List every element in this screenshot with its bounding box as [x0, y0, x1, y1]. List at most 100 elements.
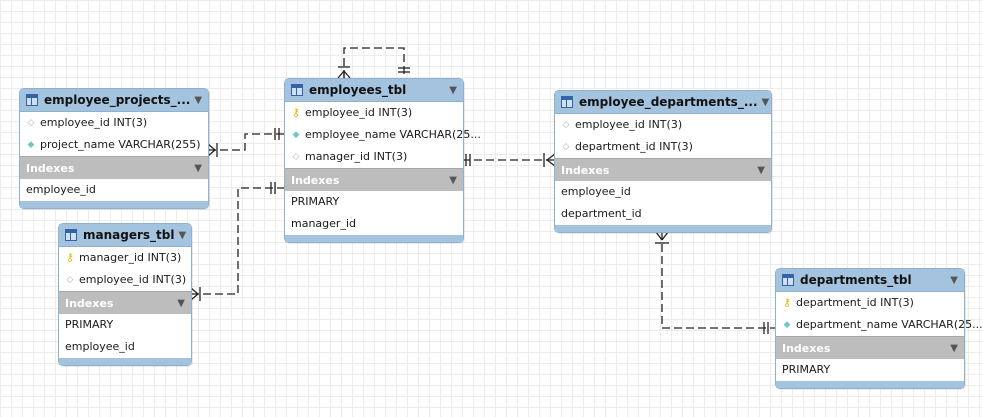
index-label: PRIMARY — [782, 363, 831, 376]
relationship-employee-departments-departments[interactable] — [655, 231, 776, 334]
relationship-managers-employees[interactable] — [190, 182, 286, 301]
table-employees[interactable]: employees_tbl ▼ ⚷ employee_id INT(3) ◆ e… — [284, 78, 481, 243]
table-icon — [561, 96, 573, 108]
table-departments[interactable]: departments_tbl ▼ ⚷ department_id INT(3)… — [775, 268, 983, 389]
column-label: employee_name VARCHAR(25... — [305, 128, 481, 141]
table-header[interactable]: departments_tbl ▼ — [776, 269, 964, 292]
index-label: department_id — [561, 207, 642, 220]
hollow-diamond-icon: ◇ — [27, 118, 35, 128]
column-row[interactable]: ◇ employee_id INT(3) — [59, 269, 191, 291]
filled-diamond-icon: ◆ — [292, 130, 300, 140]
column-label: department_id INT(3) — [575, 140, 693, 153]
column-row[interactable]: ⚷ department_id INT(3) — [776, 292, 964, 314]
column-row[interactable]: ◇ employee_id INT(3) — [20, 112, 208, 134]
column-label: employee_id INT(3) — [305, 106, 413, 119]
column-label: department_name VARCHAR(25... — [796, 318, 983, 331]
column-label: employee_id INT(3) — [79, 273, 187, 286]
table-employee-departments[interactable]: employee_departments_... ▼ ◇ employee_id… — [554, 90, 772, 233]
index-row[interactable]: department_id — [555, 203, 771, 225]
table-title: departments_tbl — [800, 273, 912, 287]
collapse-triangle-icon[interactable]: ▼ — [761, 96, 770, 108]
index-label: employee_id — [561, 185, 631, 198]
table-footer — [285, 235, 463, 242]
filled-diamond-icon: ◆ — [27, 140, 35, 150]
relationship-employee-departments-employees[interactable] — [462, 153, 556, 167]
column-row[interactable]: ⚷ employee_id INT(3) — [285, 102, 463, 124]
indexes-label: Indexes — [561, 163, 610, 177]
index-row[interactable]: PRIMARY — [59, 314, 191, 336]
column-label: department_id INT(3) — [796, 296, 914, 309]
index-row[interactable]: employee_id — [20, 179, 208, 201]
table-icon — [782, 274, 794, 286]
index-row[interactable]: PRIMARY — [285, 191, 463, 213]
indexes-label: Indexes — [291, 173, 340, 187]
collapse-triangle-icon[interactable]: ▼ — [194, 94, 203, 106]
key-icon: ⚷ — [291, 106, 301, 119]
hollow-diamond-icon: ◇ — [292, 152, 300, 162]
column-label: manager_id INT(3) — [305, 150, 408, 163]
table-header[interactable]: employee_projects_... ▼ — [20, 89, 208, 112]
indexes-label: Indexes — [782, 341, 831, 355]
column-label: employee_id INT(3) — [40, 116, 148, 129]
collapse-triangle-icon[interactable]: ▼ — [757, 164, 765, 176]
collapse-triangle-icon[interactable]: ▼ — [950, 274, 958, 286]
table-title: employees_tbl — [309, 83, 407, 97]
column-label: employee_id INT(3) — [575, 118, 683, 131]
column-row[interactable]: ◆ employee_name VARCHAR(25... — [285, 124, 481, 146]
key-icon: ⚷ — [65, 251, 75, 264]
index-row[interactable]: manager_id — [285, 213, 463, 235]
index-row[interactable]: employee_id — [59, 336, 191, 358]
table-header[interactable]: employee_departments_... ▼ — [555, 91, 771, 114]
indexes-header[interactable]: Indexes ▼ — [285, 168, 463, 191]
table-title: employee_projects_... — [44, 93, 191, 107]
table-employee-projects[interactable]: employee_projects_... ▼ ◇ employee_id IN… — [19, 88, 209, 209]
key-icon: ⚷ — [782, 296, 792, 309]
indexes-header[interactable]: Indexes ▼ — [555, 158, 771, 181]
indexes-header[interactable]: Indexes ▼ — [776, 336, 964, 359]
index-label: employee_id — [26, 183, 96, 196]
column-row[interactable]: ◆ project_name VARCHAR(255) — [20, 134, 208, 156]
column-label: project_name VARCHAR(255) — [40, 138, 201, 151]
relationship-employees-self-manager[interactable] — [337, 47, 410, 79]
indexes-label: Indexes — [26, 161, 75, 175]
filled-diamond-icon: ◆ — [783, 320, 791, 330]
table-title: employee_departments_... — [579, 95, 758, 109]
table-header[interactable]: managers_tbl ▼ — [59, 224, 191, 247]
index-row[interactable]: employee_id — [555, 181, 771, 203]
table-managers[interactable]: managers_tbl ▼ ⚷ manager_id INT(3) ◇ emp… — [58, 223, 192, 366]
collapse-triangle-icon[interactable]: ▼ — [950, 342, 958, 354]
column-row[interactable]: ◆ department_name VARCHAR(25... — [776, 314, 983, 336]
collapse-triangle-icon[interactable]: ▼ — [194, 162, 202, 174]
indexes-header[interactable]: Indexes ▼ — [20, 156, 208, 179]
column-label: manager_id INT(3) — [79, 251, 182, 264]
index-label: PRIMARY — [65, 318, 114, 331]
index-row[interactable]: PRIMARY — [776, 359, 964, 381]
hollow-diamond-icon: ◇ — [562, 142, 570, 152]
column-row[interactable]: ⚷ manager_id INT(3) — [59, 247, 191, 269]
index-label: manager_id — [291, 217, 356, 230]
table-footer — [59, 358, 191, 365]
column-row[interactable]: ◇ manager_id INT(3) — [285, 146, 463, 168]
collapse-triangle-icon[interactable]: ▼ — [177, 297, 185, 309]
table-title: managers_tbl — [83, 228, 175, 242]
table-footer — [555, 225, 771, 232]
collapse-triangle-icon[interactable]: ▼ — [449, 174, 457, 186]
column-row[interactable]: ◇ employee_id INT(3) — [555, 114, 771, 136]
indexes-label: Indexes — [65, 296, 114, 310]
table-icon — [26, 94, 38, 106]
index-label: employee_id — [65, 340, 135, 353]
table-footer — [20, 201, 208, 208]
column-row[interactable]: ◇ department_id INT(3) — [555, 136, 771, 158]
table-icon — [291, 84, 303, 96]
hollow-diamond-icon: ◇ — [66, 275, 74, 285]
table-header[interactable]: employees_tbl ▼ — [285, 79, 463, 102]
collapse-triangle-icon[interactable]: ▼ — [178, 229, 187, 241]
indexes-header[interactable]: Indexes ▼ — [59, 291, 191, 314]
hollow-diamond-icon: ◇ — [562, 120, 570, 130]
relationship-employee-projects-employees[interactable] — [207, 128, 286, 157]
collapse-triangle-icon[interactable]: ▼ — [449, 84, 457, 96]
index-label: PRIMARY — [291, 195, 340, 208]
table-footer — [776, 381, 964, 388]
